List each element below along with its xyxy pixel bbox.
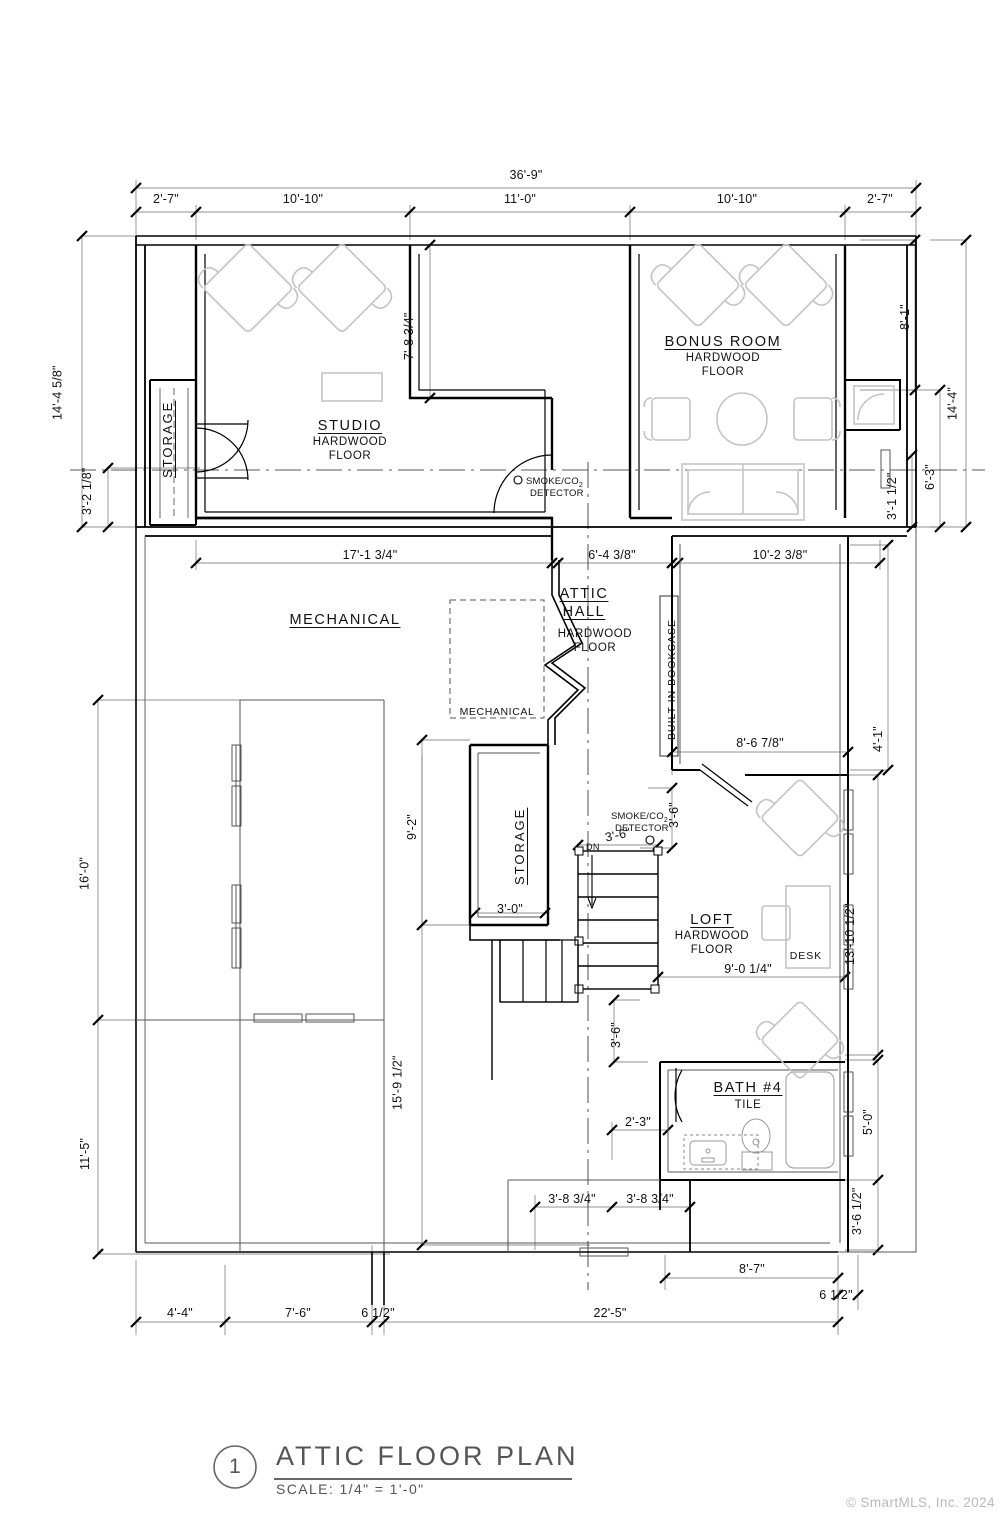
dim-hall-15-9-1-2: 15'-9 1/2"	[390, 1055, 405, 1110]
dim-right-6-3: 6'-3"	[923, 464, 938, 490]
room-finish-studio-1: HARDWOOD	[312, 436, 388, 448]
smoke-detector-2-text: SMOKE/CO	[611, 811, 664, 822]
dim-loft-9-0-1-4: 9'-0 1/4"	[724, 962, 772, 976]
label-storage-left: STORAGE	[160, 400, 175, 478]
smoke-detector-1-text: SMOKE/CO	[526, 476, 579, 487]
dim-10-2-3-8: 10'-2 3/8"	[752, 548, 808, 562]
room-finish-bonus-2: FLOOR	[701, 366, 745, 378]
label-built-in-bookcase: BUILT IN BOOKCASE	[666, 618, 678, 740]
dim-bottom-2: 7'-6"	[285, 1306, 311, 1320]
room-label-bath-4: BATH #4	[713, 1080, 783, 1096]
label-storage-mid: STORAGE	[512, 807, 527, 885]
label-mechanical-box: MECHANICAL	[459, 706, 535, 718]
dim-bottom-4: 22'-5"	[593, 1306, 627, 1320]
label-smoke-detector-1-line1: SMOKE/CO2	[526, 476, 583, 489]
dim-bottom-8-7: 8'-7"	[739, 1262, 765, 1276]
dim-storage-9-2: 9'-2"	[405, 814, 420, 840]
dim-right-4-1: 4'-1"	[871, 726, 886, 752]
room-finish-hall-1: HARDWOOD	[557, 628, 633, 640]
smoke-detector-2-sub: 2	[663, 816, 668, 824]
detail-bubble	[213, 1445, 257, 1489]
room-label-loft: LOFT	[690, 912, 734, 928]
room-finish-bath-1: TILE	[734, 1099, 762, 1111]
dim-bottom-3: 6 1/2"	[361, 1306, 395, 1320]
dim-left-11-5: 11'-5"	[77, 1137, 92, 1170]
detail-number: 1	[229, 1455, 241, 1478]
dim-left-16-0: 16'-0"	[77, 856, 92, 890]
dim-right-3-1-1-2: 3'-1 1/2"	[885, 472, 900, 520]
dim-6-4-3-8: 6'-4 3/8"	[588, 548, 636, 562]
smoke-detector-symbols	[513, 475, 655, 845]
room-finish-bonus-1: HARDWOOD	[685, 352, 761, 364]
dim-right-13-10-1-2: 13'-10 1/2"	[843, 903, 858, 965]
dim-top-5: 2'-7"	[867, 192, 893, 206]
dim-stair-3-6-a: 3'-6"	[667, 802, 682, 828]
room-label-attic-hall-2: HALL	[562, 604, 606, 620]
room-finish-loft-2: FLOOR	[690, 944, 734, 956]
walls	[135, 235, 917, 1305]
label-desk: DESK	[789, 950, 823, 962]
dim-left-14-4-5-8: 14'-4 5/8"	[50, 365, 65, 420]
centerlines	[70, 462, 985, 1290]
dim-bath-3-8-3-4-b: 3'-8 3/4"	[626, 1192, 674, 1206]
dim-bath-2-3: 2'-3"	[625, 1115, 651, 1129]
label-stair-dn: DN	[586, 842, 600, 852]
room-finish-hall-2: FLOOR	[573, 642, 617, 654]
label-smoke-detector-1-line2: DETECTOR	[530, 488, 584, 499]
dim-right-5-0: 5'-0"	[861, 1109, 876, 1135]
dim-right-14-4: 14'-4"	[945, 386, 960, 420]
dim-top-4: 10'-10"	[716, 192, 758, 206]
page-title: ATTIC FLOOR PLAN	[276, 1441, 579, 1471]
dim-bath-3-8-3-4-a: 3'-8 3/4"	[548, 1192, 596, 1206]
dim-right-3-6-1-2: 3'-6 1/2"	[850, 1187, 865, 1235]
furniture	[197, 243, 895, 1079]
room-label-attic-hall-1: ATTIC	[559, 586, 609, 602]
dim-storage-3-0: 3'-0"	[497, 902, 523, 916]
room-label-studio: STUDIO	[317, 418, 383, 434]
dim-bottom-right-6-1-2: 6 1/2"	[819, 1288, 853, 1302]
watermark: © SmartMLS, Inc. 2024	[846, 1495, 995, 1510]
dim-stair-3-6-c: 3'-6"	[609, 1022, 624, 1048]
dim-overall-top: 36'-9"	[509, 168, 543, 182]
dim-top-3: 11'-0"	[503, 192, 537, 206]
title-underline	[274, 1478, 572, 1480]
dim-studio-depth: 7'-8 3/4"	[402, 312, 417, 360]
dimension-lines	[81, 180, 967, 1335]
label-smoke-detector-2-line2: DETECTOR	[615, 823, 669, 834]
smoke-detector-1-sub: 2	[578, 481, 583, 489]
dim-left-3-2-1-8: 3'-2 1/8"	[80, 467, 95, 515]
dim-top-2: 10'-10"	[282, 192, 324, 206]
dim-bottom-1: 4'-4"	[167, 1306, 193, 1320]
dim-top-1: 2'-7"	[153, 192, 179, 206]
label-smoke-detector-2-line1: SMOKE/CO2	[611, 811, 668, 824]
dim-right-8-1: 8'-1"	[898, 304, 913, 330]
room-finish-loft-1: HARDWOOD	[674, 930, 750, 942]
room-finish-studio-2: FLOOR	[328, 450, 372, 462]
room-label-bonus-room: BONUS ROOM	[664, 334, 782, 350]
dim-8-6-7-8: 8'-6 7/8"	[736, 736, 784, 750]
dim-17-1-3-4: 17'-1 3/4"	[342, 548, 398, 562]
dimension-ticks	[76, 182, 972, 1328]
scale-note: SCALE: 1/4" = 1'-0"	[276, 1481, 425, 1497]
label-mechanical-area: MECHANICAL	[289, 612, 401, 628]
